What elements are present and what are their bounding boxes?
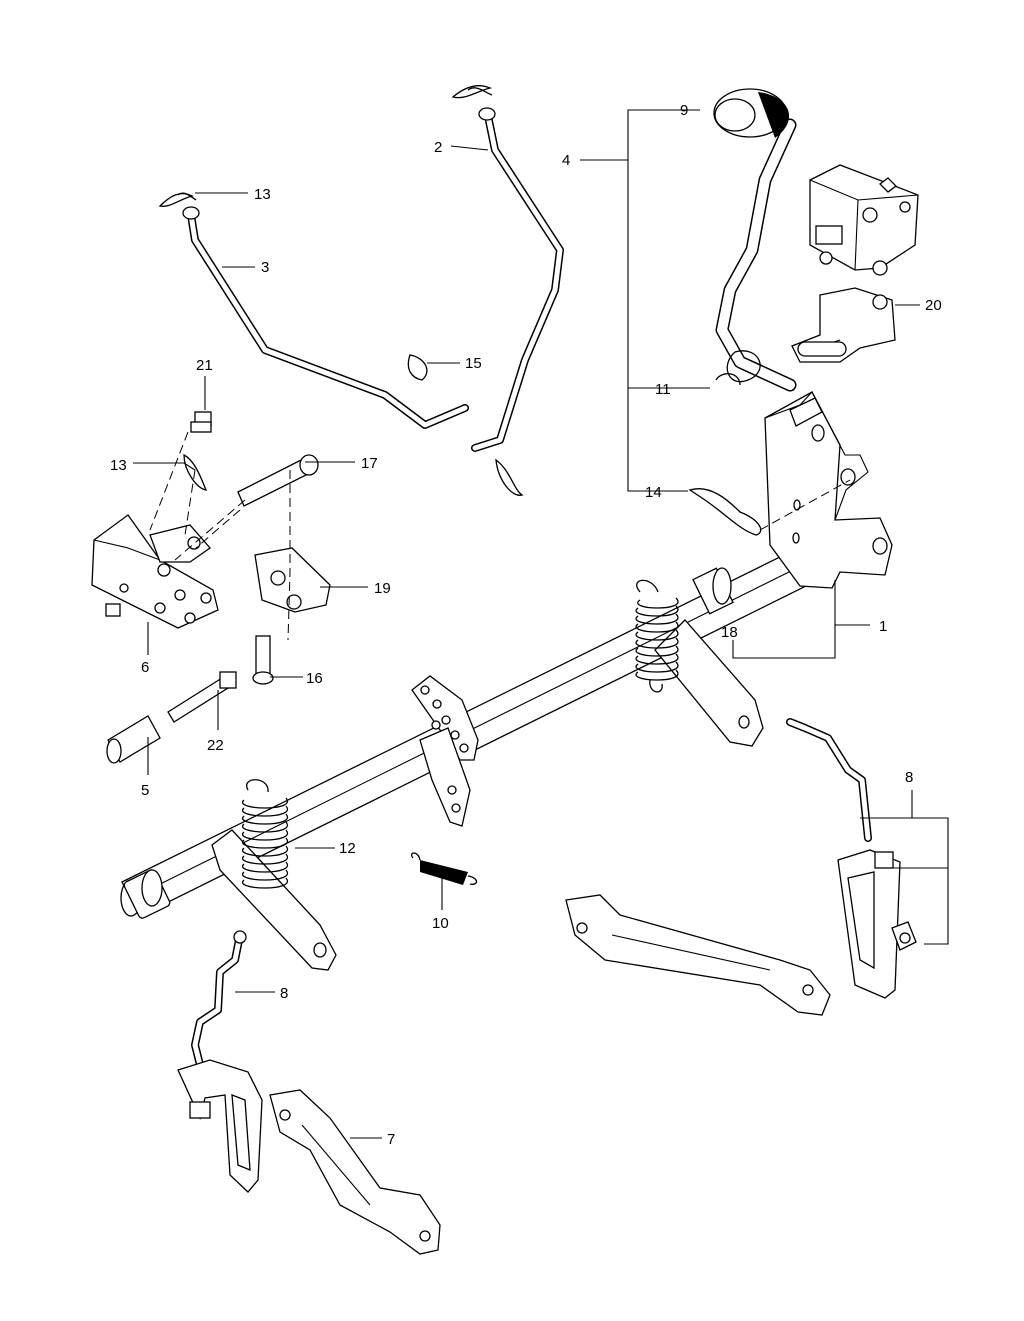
callout-20: 20: [925, 297, 942, 314]
callout-1: 1: [879, 618, 887, 635]
callout-16: 16: [306, 670, 323, 687]
lift-rod-3: [182, 206, 469, 429]
callout-8-right: 8: [905, 769, 913, 786]
callout-19: 19: [374, 580, 391, 597]
shaft-bushing: [692, 567, 734, 615]
spacer-5: [106, 715, 161, 764]
callout-10: 10: [432, 915, 449, 932]
leader-lines: [133, 109, 949, 1139]
lift-link-right: [565, 894, 831, 1016]
callout-9: 9: [680, 102, 688, 119]
callout-2: 2: [434, 139, 442, 156]
pivot-bracket: [809, 164, 919, 276]
callout-14: 14: [645, 484, 662, 501]
callout-7: 7: [387, 1131, 395, 1148]
callout-4: 4: [562, 152, 570, 169]
height-adjust-link-left: [177, 930, 263, 1193]
callout-15: 15: [465, 355, 482, 372]
callout-17: 17: [361, 455, 378, 472]
callout-13-top: 13: [254, 186, 271, 203]
callout-3: 3: [261, 259, 269, 276]
bracket-19: [254, 547, 331, 613]
handle-pivot-plate: [791, 287, 896, 363]
lift-spring-right: [635, 579, 679, 693]
lift-handle: [713, 88, 797, 392]
callout-8-left: 8: [280, 985, 288, 1002]
callout-5: 5: [141, 782, 149, 799]
lift-link-left: [269, 1089, 441, 1255]
callout-6: 6: [141, 659, 149, 676]
bolt-21: [190, 411, 212, 433]
lift-spring-left: [241, 779, 289, 889]
clevis-pin-17: [237, 454, 319, 507]
handle-clip: [726, 350, 761, 383]
height-adjust-link-right: [786, 718, 917, 999]
callout-21: 21: [196, 357, 213, 374]
callout-labels: 1 2 3 4 5 6 7 8 8 9 10 11 12 13 13 14 15…: [110, 102, 942, 1148]
bolt-22: [167, 671, 237, 723]
hairpin-clips: [158, 85, 762, 536]
assembly-lines: [149, 431, 851, 641]
index-plate: [411, 675, 479, 827]
small-spring-10: [411, 852, 478, 885]
callout-22: 22: [207, 737, 224, 754]
callout-12: 12: [339, 840, 356, 857]
pin-16: [252, 635, 274, 685]
callout-11: 11: [655, 381, 671, 398]
callout-13-left: 13: [110, 457, 127, 474]
bracket-6: [91, 514, 219, 629]
callout-18: 18: [721, 624, 738, 641]
lift-rod-2: [471, 107, 564, 452]
